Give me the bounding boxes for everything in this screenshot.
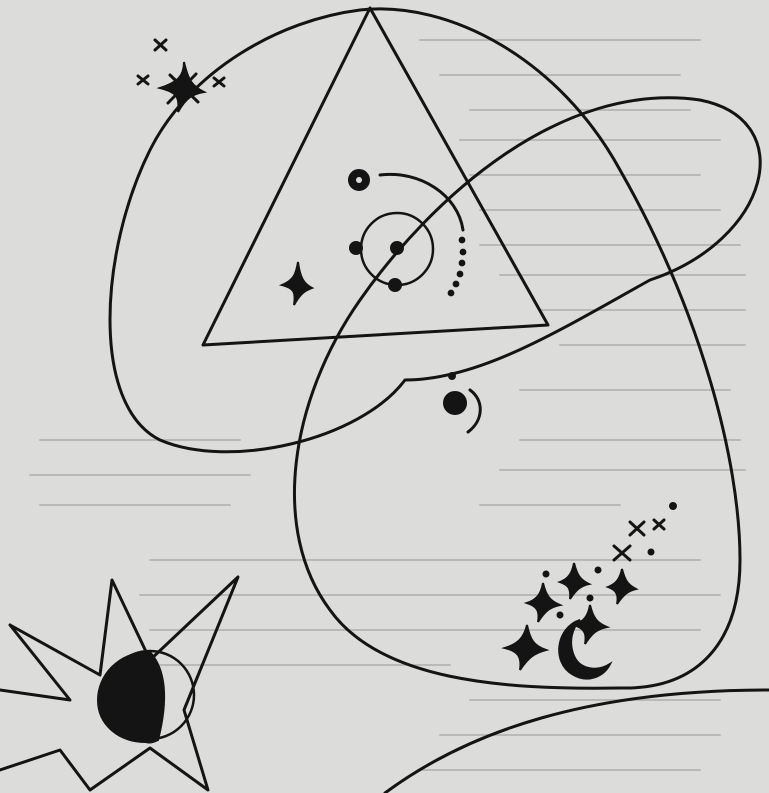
horizon-arc	[385, 690, 769, 793]
dotted-arc	[449, 238, 466, 296]
sparkle-cluster	[505, 503, 676, 670]
sparkle-star	[282, 262, 312, 305]
triangle	[203, 8, 548, 345]
small-planet	[444, 373, 480, 432]
eclipse-star	[0, 577, 238, 790]
orbit-symbol	[282, 170, 465, 305]
